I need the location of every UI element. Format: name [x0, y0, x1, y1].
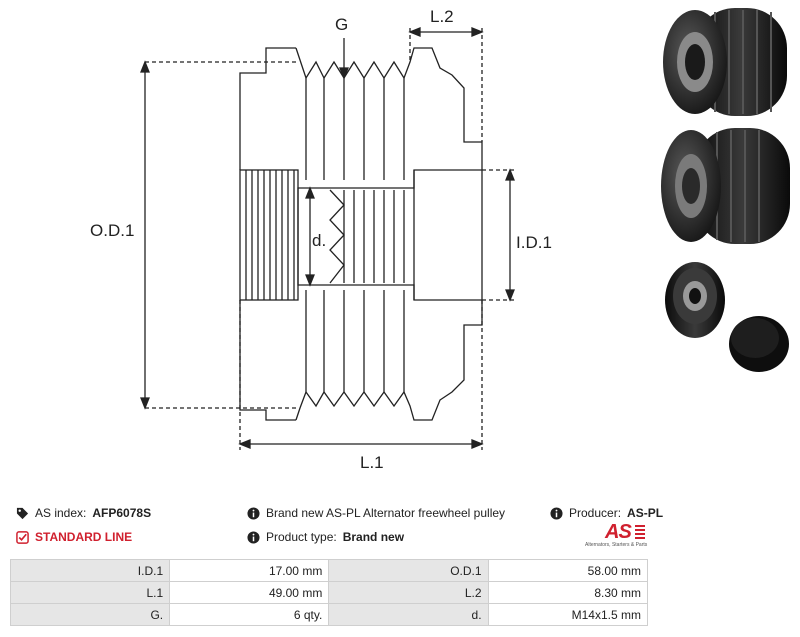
checkbox-icon [16, 530, 29, 544]
info-icon [247, 506, 260, 520]
standard-line: STANDARD LINE [16, 530, 132, 544]
table-row: G. 6 qty. d. M14x1.5 mm [9, 603, 649, 626]
param-key: L.2 [328, 581, 489, 604]
table-row: I.D.1 17.00 mm O.D.1 58.00 mm [9, 559, 649, 582]
l2-label: L.2 [430, 7, 454, 26]
as-index-value: AFP6078S [92, 506, 152, 520]
pulley-front-photo [663, 8, 787, 116]
info-icon [550, 506, 563, 520]
product-photos [661, 8, 790, 372]
param-value: 6 qty. [169, 603, 330, 626]
logo-mark: AS [605, 521, 632, 543]
param-key: I.D.1 [9, 559, 171, 582]
as-pl-logo: AS Alternators, Starters & Parts [585, 521, 651, 553]
param-key: d. [328, 603, 489, 626]
parameters-table: I.D.1 17.00 mm O.D.1 58.00 mm L.1 49.00 … [9, 559, 649, 626]
producer-value: AS-PL [627, 506, 664, 520]
logo-stripes [635, 525, 645, 539]
g-label: G [335, 15, 348, 34]
param-value: M14x1.5 mm [487, 603, 649, 626]
pulley-with-cap-photo [665, 262, 789, 372]
tag-icon [16, 507, 29, 519]
param-key: L.1 [9, 581, 171, 604]
as-index: AS index: AFP6078S [16, 506, 151, 520]
param-key: G. [9, 603, 171, 626]
description-text: Brand new AS-PL Alternator freewheel pul… [266, 506, 506, 520]
param-value: 49.00 mm [169, 581, 330, 604]
info-icon [247, 530, 260, 544]
param-value: 8.30 mm [487, 581, 649, 604]
param-value: 17.00 mm [169, 559, 330, 582]
product-type-label: Product type: [266, 530, 337, 544]
product-type: Product type: Brand new [247, 530, 404, 544]
pulley-back-photo [661, 128, 790, 244]
id-label: I.D.1 [516, 233, 552, 252]
d-label: d. [312, 231, 326, 250]
param-key: O.D.1 [328, 559, 489, 582]
product-type-value: Brand new [342, 530, 405, 544]
table-row: L.1 49.00 mm L.2 8.30 mm [9, 581, 649, 604]
l1-label: L.1 [360, 453, 384, 472]
od-label: O.D.1 [90, 221, 134, 240]
as-index-label: AS index: [35, 506, 87, 520]
standard-line-label: STANDARD LINE [35, 530, 133, 544]
pulley-technical-drawing: O.D.1 I.D.1 L.1 L.2 G d. [90, 7, 552, 472]
producer-label: Producer: [569, 506, 622, 520]
producer: Producer: AS-PL [550, 506, 663, 520]
product-info: AS index: AFP6078S STANDARD LINE Brand n… [0, 500, 800, 558]
logo-tagline: Alternators, Starters & Parts [585, 542, 648, 548]
description: Brand new AS-PL Alternator freewheel pul… [247, 506, 505, 520]
param-value: 58.00 mm [487, 559, 649, 582]
